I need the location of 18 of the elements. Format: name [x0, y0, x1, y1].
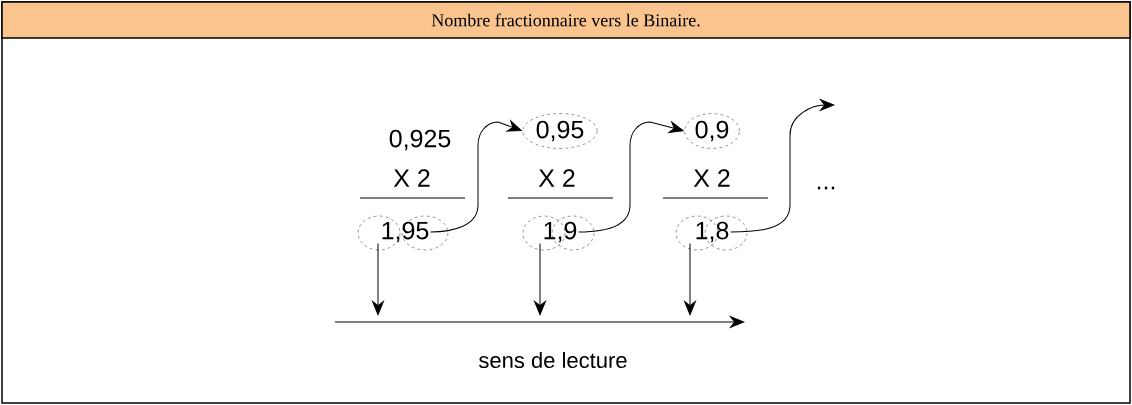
dashed-oval: 0,9 — [684, 113, 740, 149]
circled-result: 1,95 — [357, 215, 449, 251]
arrow — [534, 243, 546, 316]
number: 0,925 — [389, 129, 451, 151]
title-band: Nombre fractionnaire vers le Binaire. — [1, 1, 1131, 39]
arrow — [578, 121, 684, 233]
arrow — [684, 243, 696, 316]
ellipsis: ... — [817, 186, 835, 190]
arrow — [372, 243, 384, 316]
operation-label: X 2 — [693, 169, 730, 187]
dashed-oval: 0,95 — [522, 113, 598, 149]
axis-label: sens de lecture — [479, 351, 627, 369]
circled-result: 1,9 — [522, 215, 595, 251]
arrow — [430, 120, 522, 233]
operation-label: X 2 — [393, 169, 430, 187]
circled-result: 1,8 — [675, 215, 748, 251]
arrow — [730, 99, 835, 233]
operation-label: X 2 — [538, 169, 575, 187]
